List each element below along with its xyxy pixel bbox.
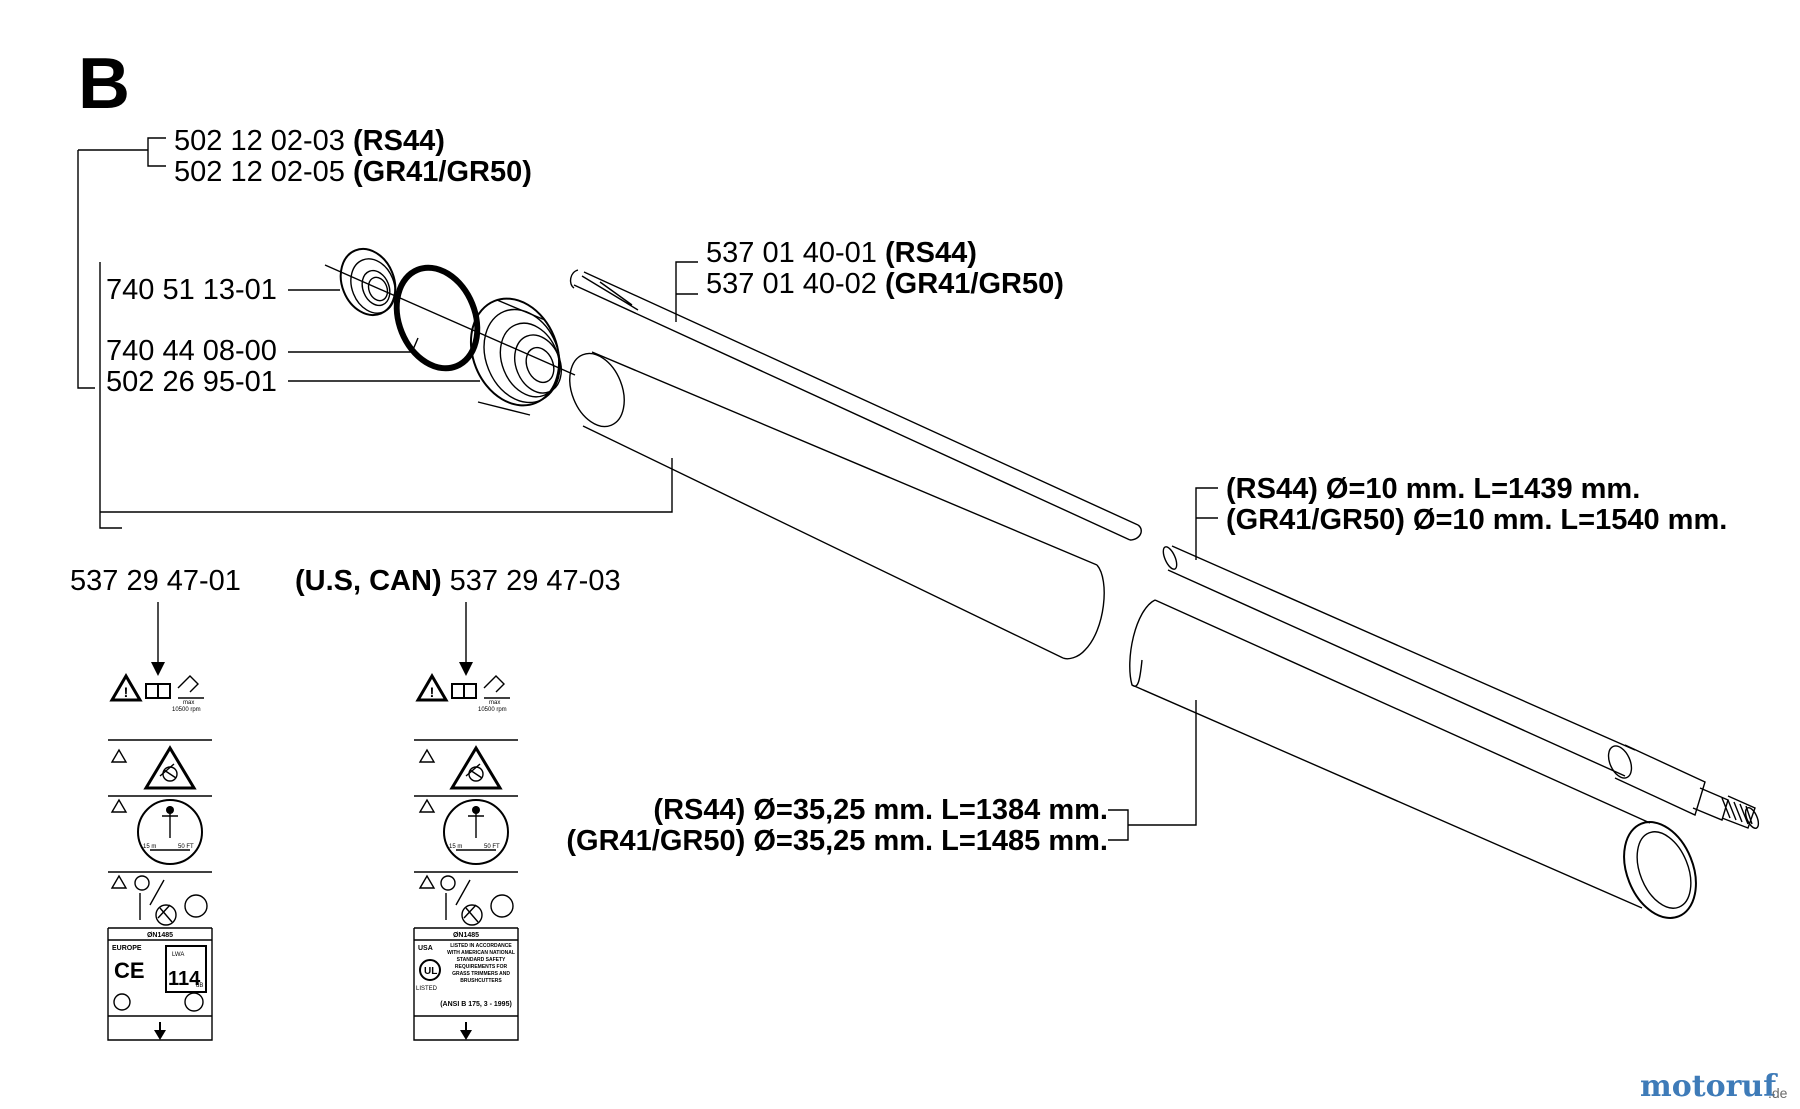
warning-triangle-icon <box>110 798 128 813</box>
decal-number-537-29-47-01: 537 29 47-01 <box>70 565 241 597</box>
drive-shaft-callout: 537 01 40-01 (RS44) 537 01 40-02 (GR41/G… <box>675 237 1064 322</box>
tube-segment-1 <box>569 351 1105 660</box>
part-label-740-51-13-01: 740 51 13-01 <box>106 274 277 306</box>
safety-distance-icon: 15 m 50 FT <box>443 799 509 865</box>
svg-text:50 FT: 50 FT <box>484 844 500 850</box>
part-label-537-01-40-01: 537 01 40-01 (RS44) <box>706 237 977 269</box>
watermark-text: motoruf <box>1640 1069 1778 1104</box>
ul-mark-icon: UL LISTED <box>416 959 441 992</box>
arrow-down-icon <box>151 662 165 676</box>
certification-panel: ØN1485 EUROPE CE LWA 114 dB <box>107 928 213 1041</box>
shaft-spec-callout: (RS44) Ø=10 mm. L=1439 mm. (GR41/GR50) Ø… <box>1195 473 1727 560</box>
part-label-502-12-02-05: 502 12 02-05 (GR41/GR50) <box>174 156 532 188</box>
listing-statement: LISTED IN ACCORDANCE WITH AMERICAN NATIO… <box>447 943 515 984</box>
svg-text:ØN1485: ØN1485 <box>147 932 173 939</box>
tube-spec-gr: (GR41/GR50) Ø=35,25 mm. L=1485 mm. <box>566 825 1108 857</box>
drive-shaft-segment-1 <box>569 269 1142 541</box>
svg-text:LWA: LWA <box>172 952 184 958</box>
rpm-icon: max 10500 rpm <box>172 675 204 713</box>
bearing-ring <box>339 248 397 316</box>
arrow-down-icon <box>459 662 473 676</box>
ce-mark-icon: CE <box>114 958 145 983</box>
decal-number-537-29-47-03: (U.S, CAN) 537 29 47-03 <box>295 565 621 597</box>
svg-text:dB: dB <box>196 983 203 989</box>
warning-triangle-icon: ! <box>109 673 143 702</box>
warning-triangle-icon <box>418 748 436 763</box>
svg-text:ØN1485: ØN1485 <box>453 932 479 939</box>
svg-text:UL: UL <box>424 966 437 977</box>
svg-text:114: 114 <box>168 968 201 990</box>
safety-distance-icon: 15 m 50 FT <box>137 799 203 865</box>
sheet-letter: B <box>78 44 130 124</box>
tube-spec-rs44: (RS44) Ø=35,25 mm. L=1384 mm. <box>653 794 1108 826</box>
manual-book-icon <box>145 683 171 699</box>
bearing-assembly <box>324 248 576 416</box>
svg-text:max: max <box>183 700 194 706</box>
svg-text:CE: CE <box>114 958 145 983</box>
watermark-logo: motoruf .de <box>1640 1069 1788 1104</box>
fi-mark-icon <box>184 992 204 1012</box>
arrow-down-icon <box>154 1030 166 1040</box>
o-ring <box>393 264 481 372</box>
svg-text:EUROPE: EUROPE <box>112 945 142 952</box>
blade-kickback-icon <box>440 875 514 926</box>
blade-kickback-icon <box>134 875 208 926</box>
svg-text:LISTED: LISTED <box>416 986 438 992</box>
tube-spec-callout: (RS44) Ø=35,25 mm. L=1384 mm. (GR41/GR50… <box>566 700 1197 857</box>
svg-text:USA: USA <box>418 945 433 952</box>
svg-text:!: ! <box>124 684 129 700</box>
decal-europe: 537 29 47-01 ! max 10500 rpm <box>70 565 241 1041</box>
thrown-objects-warning-icon <box>143 745 197 790</box>
warning-triangle-icon <box>418 798 436 813</box>
part-label-502-26-95-01: 502 26 95-01 <box>106 366 277 398</box>
svg-text:!: ! <box>430 684 435 700</box>
thrown-objects-warning-icon <box>449 745 503 790</box>
gost-mark-icon <box>113 993 131 1011</box>
shaft-spec-gr: (GR41/GR50) Ø=10 mm. L=1540 mm. <box>1226 504 1727 536</box>
warning-triangle-icon <box>418 874 436 889</box>
svg-text:15 m: 15 m <box>143 844 156 850</box>
svg-text:15 m: 15 m <box>449 844 462 850</box>
warning-triangle-icon: ! <box>415 673 449 702</box>
decal-us-can: (U.S, CAN) 537 29 47-03 ! max 10500 rpm <box>295 565 621 1041</box>
warning-triangle-icon <box>110 748 128 763</box>
bearing-housing <box>469 297 562 416</box>
noise-level-icon: LWA 114 dB <box>165 945 207 993</box>
certification-panel: ØN1485 USA LISTED IN ACCORDANCE WITH AME… <box>413 928 519 1041</box>
shaft-spec-rs44: (RS44) Ø=10 mm. L=1439 mm. <box>1226 473 1640 505</box>
tube-segment-2 <box>1129 599 1697 919</box>
svg-text:50 FT: 50 FT <box>178 844 194 850</box>
part-label-537-01-40-02: 537 01 40-02 (GR41/GR50) <box>706 268 1064 300</box>
part-label-502-12-02-03: 502 12 02-03 (RS44) <box>174 125 445 157</box>
svg-text:max: max <box>489 700 500 706</box>
watermark-suffix: .de <box>1768 1085 1788 1101</box>
svg-text:10500 rpm: 10500 rpm <box>172 707 201 713</box>
svg-text:10500 rpm: 10500 rpm <box>478 707 507 713</box>
bearing-kit-callout: 502 12 02-03 (RS44) 502 12 02-05 (GR41/G… <box>77 125 532 389</box>
manual-book-icon <box>451 683 477 699</box>
warning-triangle-icon <box>110 874 128 889</box>
rpm-icon: max 10500 rpm <box>478 675 510 713</box>
arrow-down-icon <box>460 1030 472 1040</box>
svg-text:(ANSI B 175, 3 - 1995): (ANSI B 175, 3 - 1995) <box>440 1001 512 1008</box>
part-label-740-44-08-00: 740 44 08-00 <box>106 335 277 367</box>
drive-shaft-segment-2 <box>1162 545 1760 829</box>
